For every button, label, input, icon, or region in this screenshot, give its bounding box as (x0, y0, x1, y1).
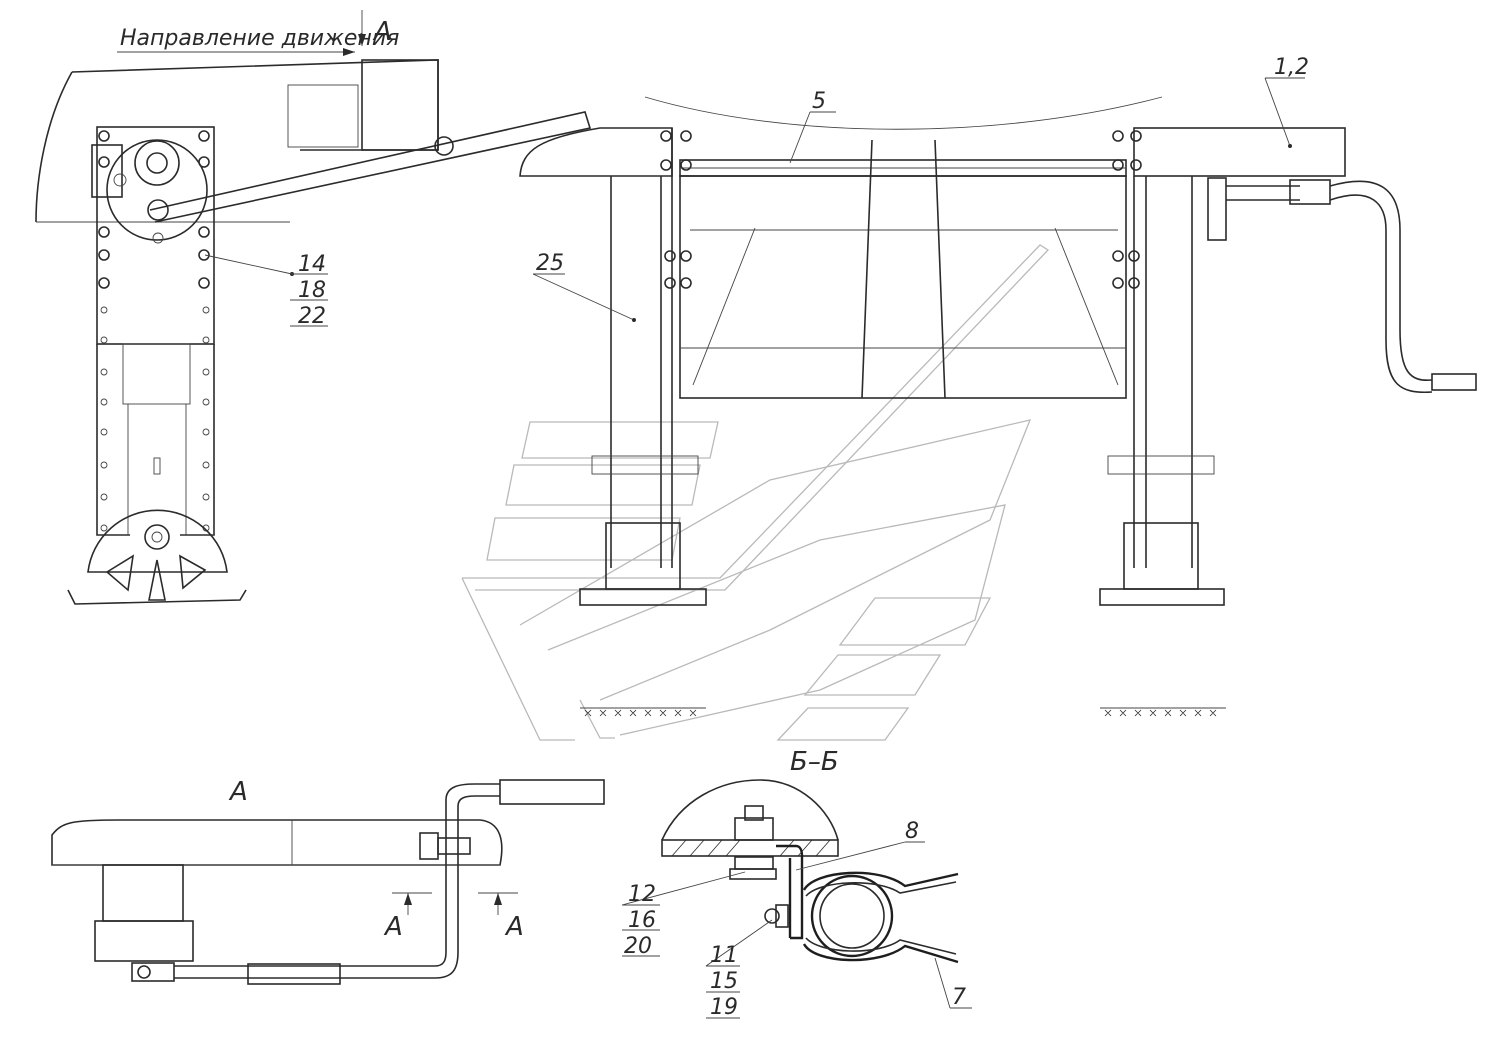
callout-8: 8 (905, 819, 919, 844)
callout-1-2: 1,2 (1274, 55, 1309, 80)
callout-22: 22 (298, 304, 326, 329)
callout-7: 7 (952, 985, 966, 1010)
assembly-front-view (519, 77, 1477, 717)
section-mark-left: A (383, 912, 403, 942)
section-bb-drawing (621, 779, 972, 1019)
view-marker-a: A (372, 17, 392, 47)
section-mark-right: A (504, 912, 524, 942)
callout-12: 12 (628, 882, 656, 907)
callout-15: 15 (710, 969, 738, 994)
callout-25: 25 (536, 251, 564, 276)
callout-11: 11 (710, 943, 738, 968)
watermark-logo (461, 244, 1050, 741)
direction-label: Направление движения (120, 26, 399, 51)
view-a-title: A (228, 777, 248, 807)
view-a-drawing (51, 779, 605, 985)
jack-side-view (35, 59, 592, 605)
callout-19: 19 (710, 995, 738, 1020)
direction-header: Направление движения A (117, 10, 399, 56)
callout-20: 20 (624, 934, 652, 959)
section-bb-title: Б–Б (790, 747, 839, 777)
callout-5: 5 (812, 89, 826, 114)
callout-18: 18 (298, 278, 326, 303)
callout-14: 14 (298, 252, 326, 277)
callout-16: 16 (628, 908, 656, 933)
